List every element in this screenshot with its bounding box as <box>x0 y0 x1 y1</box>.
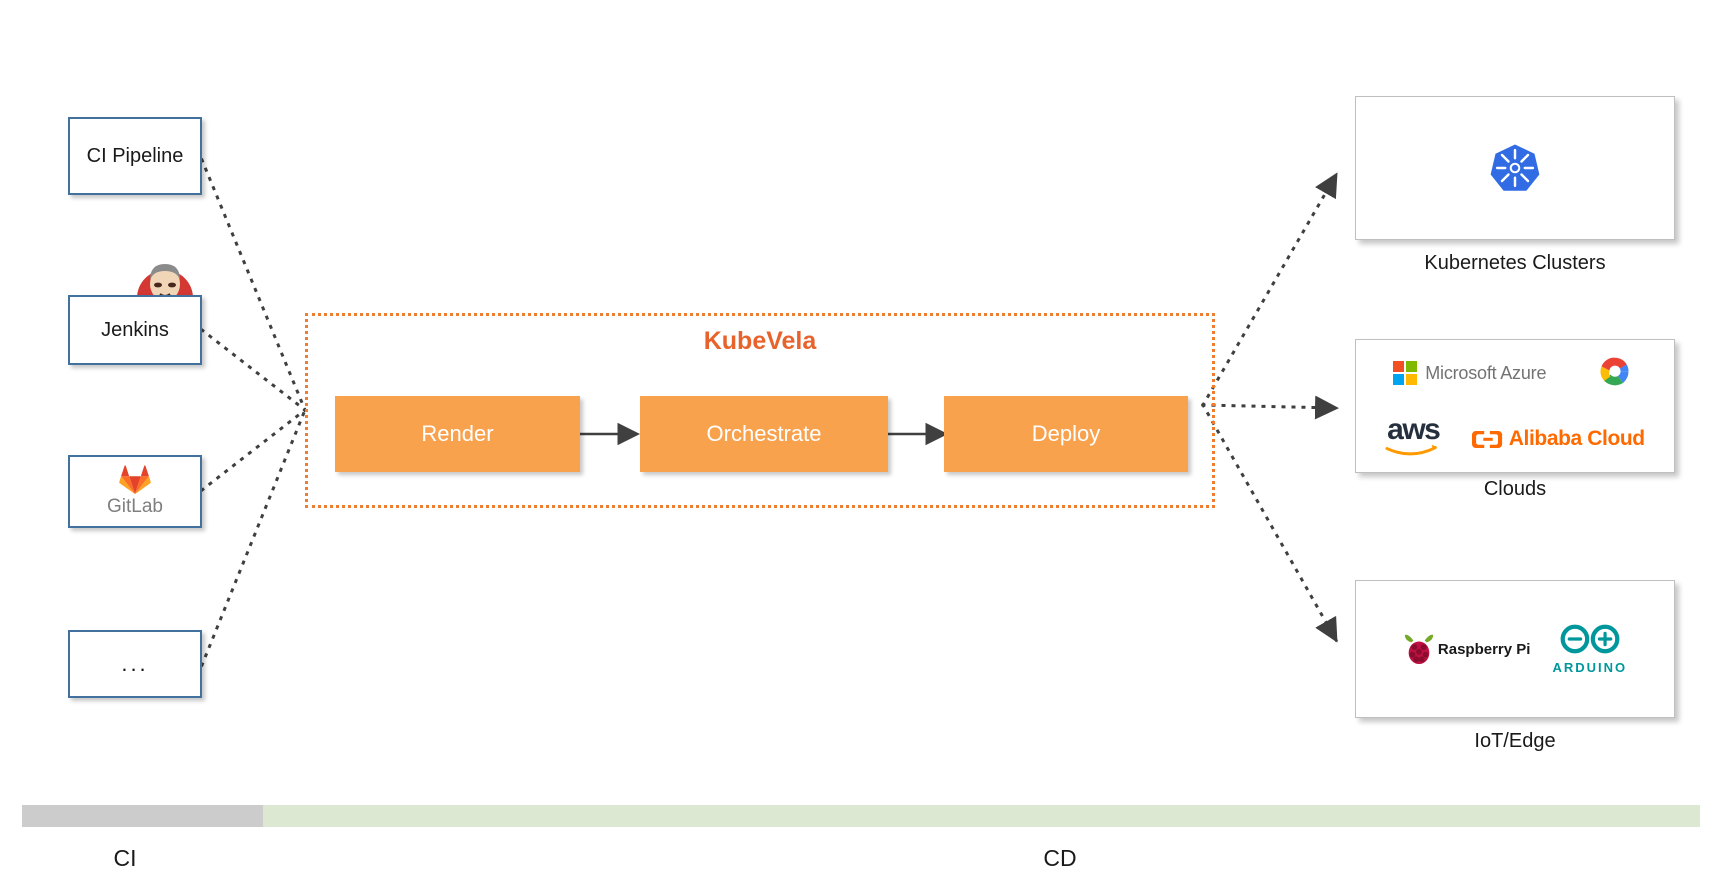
stage-box-orchestrate[interactable]: Orchestrate <box>640 396 888 472</box>
source-box-jenkins[interactable]: Jenkins <box>68 295 202 365</box>
source-box-gitlab[interactable]: GitLab <box>68 455 202 528</box>
stage-label-orchestrate: Orchestrate <box>706 421 822 446</box>
source-label-ci-pipeline: CI Pipeline <box>86 145 184 167</box>
phase-label-cd: CD <box>1043 845 1077 871</box>
gitlab-fox-icon <box>119 465 151 495</box>
microsoft-squares-icon <box>1393 361 1418 385</box>
source-box-ci-pipeline[interactable]: CI Pipeline <box>68 117 202 195</box>
phase-bar-ci <box>22 805 263 827</box>
stage-box-deploy[interactable]: Deploy <box>944 396 1188 472</box>
kubevela-title: KubeVela <box>703 327 817 355</box>
target-box-kubernetes[interactable] <box>1355 96 1675 240</box>
raspberry-pi-icon: Raspberry Pi <box>1403 632 1531 666</box>
stage-label-deploy: Deploy <box>1031 421 1101 446</box>
source-label-ellipsis: ... <box>121 651 149 676</box>
kubernetes-helm-icon <box>1489 142 1541 194</box>
raspberry-pi-label: Raspberry Pi <box>1437 640 1531 658</box>
aws-label: aws <box>1387 413 1441 447</box>
stage-label-render: Render <box>421 421 494 446</box>
target-caption-iot-edge: IoT/Edge <box>1474 730 1556 752</box>
google-cloud-icon <box>1593 355 1637 391</box>
phase-bar-cd <box>263 805 1700 827</box>
stage-box-render[interactable]: Render <box>335 396 580 472</box>
arduino-label: ARDUINO <box>1552 660 1628 675</box>
source-box-ellipsis[interactable]: ... <box>68 630 202 698</box>
phase-label-ci: CI <box>113 845 137 871</box>
microsoft-azure-icon: Microsoft Azure <box>1393 361 1546 385</box>
microsoft-azure-label: Microsoft Azure <box>1425 362 1547 383</box>
aws-icon: aws <box>1385 413 1441 461</box>
target-box-iot-edge[interactable]: Raspberry Pi ARDUINO <box>1355 580 1675 718</box>
alibaba-cloud-icon: Alibaba Cloud <box>1471 427 1645 451</box>
arduino-icon: ARDUINO <box>1552 623 1627 675</box>
kubevela-region <box>305 313 1215 508</box>
target-caption-kubernetes: Kubernetes Clusters <box>1424 252 1606 274</box>
target-caption-clouds: Clouds <box>1483 478 1547 500</box>
source-label-gitlab: GitLab <box>107 496 163 518</box>
source-label-jenkins: Jenkins <box>101 319 169 341</box>
alibaba-cloud-label: Alibaba Cloud <box>1508 427 1645 450</box>
target-box-clouds[interactable]: Microsoft Azure aws <box>1355 339 1675 473</box>
